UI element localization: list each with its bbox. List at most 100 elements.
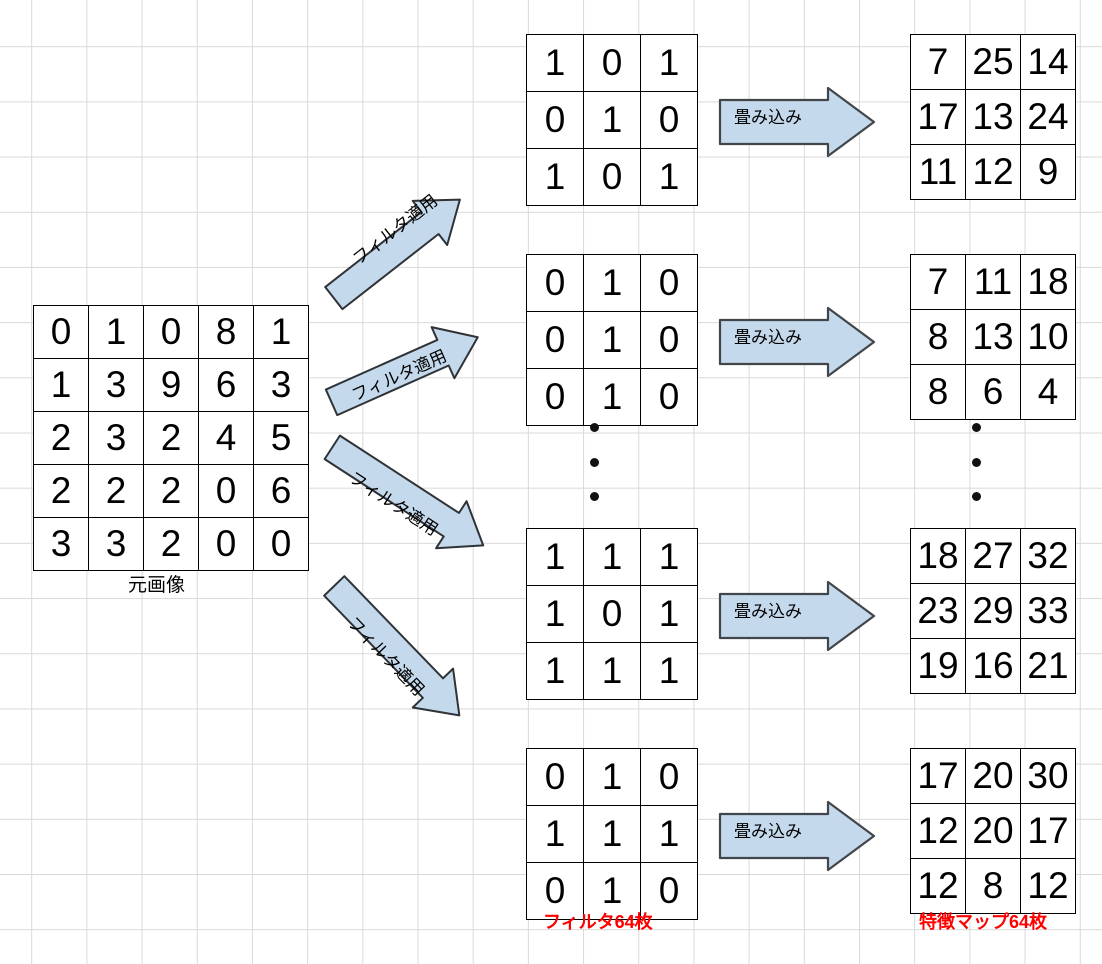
filter-cell: 1 bbox=[640, 528, 698, 586]
table-row: 8 6 4 bbox=[910, 364, 1076, 420]
source-image-caption: 元画像 bbox=[128, 575, 186, 596]
table-row: 0 1 0 bbox=[526, 862, 698, 920]
feature-maps-vertical-ellipsis bbox=[972, 423, 981, 501]
feature-map-matrix: 7 11 18 8 13 10 8 6 4 bbox=[910, 254, 1076, 420]
source-cell: 3 bbox=[88, 411, 144, 465]
convolution-arrow: 畳み込み bbox=[718, 86, 878, 158]
table-row: 17 20 30 bbox=[910, 748, 1076, 804]
filter-cell: 1 bbox=[583, 748, 641, 806]
feature-map-cell: 20 bbox=[965, 748, 1021, 804]
feature-map-cell: 18 bbox=[1020, 254, 1076, 310]
table-row: 0 1 0 bbox=[526, 368, 698, 426]
filter-cell: 1 bbox=[583, 91, 641, 149]
ellipsis-dot bbox=[972, 492, 981, 501]
filter-cell: 1 bbox=[526, 34, 584, 92]
filter-cell: 1 bbox=[583, 368, 641, 426]
feature-map-cell: 17 bbox=[910, 89, 966, 145]
source-cell: 2 bbox=[88, 464, 144, 518]
ellipsis-dot bbox=[590, 492, 599, 501]
filter-cell: 0 bbox=[526, 311, 584, 369]
filters-vertical-ellipsis bbox=[590, 423, 599, 501]
feature-map-cell: 18 bbox=[910, 528, 966, 584]
filter-cell: 0 bbox=[640, 368, 698, 426]
feature-map-matrix: 7 25 14 17 13 24 11 12 9 bbox=[910, 34, 1076, 200]
convolution-arrow: 畳み込み bbox=[718, 306, 878, 378]
feature-map-cell: 27 bbox=[965, 528, 1021, 584]
filter-matrix: 1 1 1 1 0 1 1 1 1 bbox=[526, 528, 698, 700]
filter-cell: 1 bbox=[526, 148, 584, 206]
table-row: 0 1 0 bbox=[526, 254, 698, 312]
filter-cell: 0 bbox=[583, 148, 641, 206]
table-row: 1 0 1 bbox=[526, 585, 698, 643]
table-row: 0 1 0 bbox=[526, 311, 698, 369]
table-row: 3 3 2 0 0 bbox=[33, 517, 309, 571]
table-row: 17 13 24 bbox=[910, 89, 1076, 145]
filter-cell: 1 bbox=[583, 862, 641, 920]
filter-apply-arrow: フィルタ適用 bbox=[324, 155, 520, 311]
source-cell: 2 bbox=[143, 411, 199, 465]
feature-map-matrix: 18 27 32 23 29 33 19 16 21 bbox=[910, 528, 1076, 694]
table-row: 8 13 10 bbox=[910, 309, 1076, 365]
filter-cell: 1 bbox=[526, 528, 584, 586]
feature-map-cell: 24 bbox=[1020, 89, 1076, 145]
source-cell: 5 bbox=[253, 411, 309, 465]
table-row: 1 3 9 6 3 bbox=[33, 358, 309, 412]
filter-cell: 1 bbox=[526, 585, 584, 643]
feature-map-cell: 14 bbox=[1020, 34, 1076, 90]
feature-map-cell: 29 bbox=[965, 583, 1021, 639]
feature-map-cell: 30 bbox=[1020, 748, 1076, 804]
source-cell: 1 bbox=[253, 305, 309, 359]
ellipsis-dot bbox=[972, 457, 981, 467]
filter-matrix: 0 1 0 0 1 0 0 1 0 bbox=[526, 254, 698, 426]
feature-map-cell: 21 bbox=[1020, 638, 1076, 694]
filter-cell: 0 bbox=[640, 748, 698, 806]
table-row: 1 1 1 bbox=[526, 805, 698, 863]
filter-cell: 0 bbox=[526, 748, 584, 806]
filter-cell: 1 bbox=[640, 585, 698, 643]
filter-cell: 1 bbox=[640, 148, 698, 206]
source-cell: 3 bbox=[33, 517, 89, 571]
filter-cell: 0 bbox=[526, 862, 584, 920]
feature-map-cell: 6 bbox=[965, 364, 1021, 420]
source-cell: 0 bbox=[143, 305, 199, 359]
feature-map-cell: 17 bbox=[1020, 803, 1076, 859]
table-row: 11 12 9 bbox=[910, 144, 1076, 200]
table-row: 1 0 1 bbox=[526, 34, 698, 92]
feature-map-cell: 12 bbox=[1020, 858, 1076, 914]
filter-cell: 0 bbox=[640, 311, 698, 369]
feature-map-cell: 19 bbox=[910, 638, 966, 694]
feature-map-cell: 12 bbox=[910, 858, 966, 914]
feature-map-cell: 9 bbox=[1020, 144, 1076, 200]
source-cell: 2 bbox=[33, 411, 89, 465]
filter-cell: 1 bbox=[526, 805, 584, 863]
feature-map-cell: 7 bbox=[910, 254, 966, 310]
table-row: 2 2 2 0 6 bbox=[33, 464, 309, 518]
feature-map-cell: 7 bbox=[910, 34, 966, 90]
filter-matrix: 1 0 1 0 1 0 1 0 1 bbox=[526, 34, 698, 206]
table-row: 12 20 17 bbox=[910, 803, 1076, 859]
table-row: 19 16 21 bbox=[910, 638, 1076, 694]
filter-cell: 1 bbox=[583, 311, 641, 369]
table-row: 0 1 0 bbox=[526, 91, 698, 149]
filter-cell: 1 bbox=[640, 34, 698, 92]
source-cell: 4 bbox=[198, 411, 254, 465]
feature-map-cell: 16 bbox=[965, 638, 1021, 694]
feature-map-cell: 11 bbox=[910, 144, 966, 200]
table-row: 12 8 12 bbox=[910, 858, 1076, 914]
filter-cell: 1 bbox=[640, 805, 698, 863]
filter-apply-arrow: フィルタ適用 bbox=[323, 575, 540, 758]
filter-cell: 1 bbox=[583, 528, 641, 586]
filter-cell: 0 bbox=[640, 862, 698, 920]
feature-map-cell: 10 bbox=[1020, 309, 1076, 365]
feature-map-cell: 23 bbox=[910, 583, 966, 639]
source-cell: 1 bbox=[88, 305, 144, 359]
feature-maps-count-caption: 特徴マップ64枚 bbox=[919, 912, 1048, 932]
ellipsis-dot bbox=[590, 423, 599, 432]
filters-count-caption: フィルタ64枚 bbox=[543, 912, 653, 932]
convolution-arrow: 畳み込み bbox=[718, 580, 878, 652]
filter-apply-arrow: フィルタ適用 bbox=[324, 283, 520, 417]
table-row: 1 0 1 bbox=[526, 148, 698, 206]
filter-apply-arrow: フィルタ適用 bbox=[323, 434, 540, 577]
source-cell: 9 bbox=[143, 358, 199, 412]
